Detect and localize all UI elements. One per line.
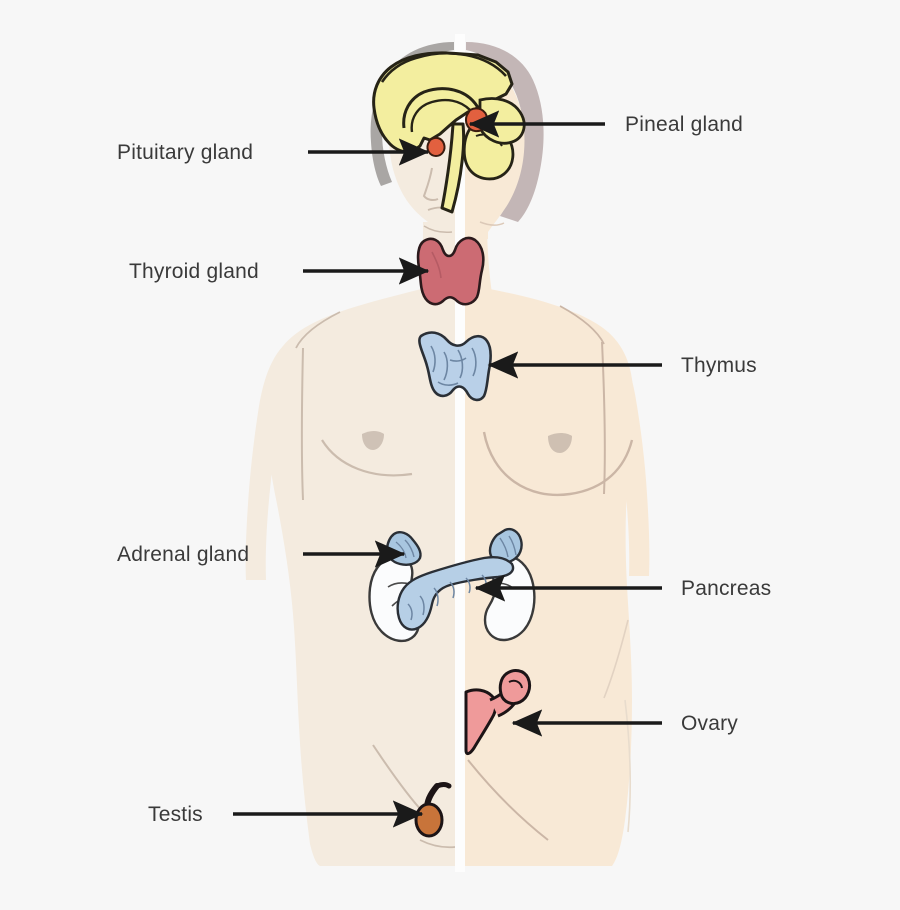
arm-left [245,346,300,580]
nose-left [422,167,439,201]
body-left-male [245,58,455,866]
nipple-right [548,433,572,453]
shoulder-line-right [559,305,605,345]
brain-group [372,51,526,214]
thymus-shape [418,331,492,402]
body-split-gap [455,34,465,872]
leader-lines-group [233,110,662,828]
label-pineal-gland: Pineal gland [625,113,743,136]
chin-line-left [423,225,453,233]
label-pituitary-gland: Pituitary gland [117,141,254,164]
hip-line-left [419,839,455,849]
inner-ventricle [410,98,471,133]
waist-line-right [603,619,629,699]
hair-right [466,42,544,222]
chest-contour-left [321,439,413,477]
armpit-line-right [601,341,606,495]
jaw-line-right [479,221,505,226]
adrenal-gland-right [488,527,523,564]
uterus-shape [464,688,498,756]
torso-right [465,285,634,866]
label-ovary: Ovary [681,712,739,735]
groin-line-right [467,759,549,841]
label-thyroid-gland: Thyroid gland [129,260,259,283]
breast-contour-right [482,431,634,497]
cerebral-gyri [380,52,507,83]
cerebrum [372,51,514,154]
torso-left [265,285,455,866]
ovary-inner-line [508,679,523,689]
thymus-texture [430,345,477,386]
arm-right [592,332,650,576]
ovary-uterus-group [464,669,532,756]
label-adrenal-gland: Adrenal gland [117,543,250,566]
pancreas-texture [407,574,487,621]
hip-contour-right [624,699,631,833]
pineal-gland-shape [465,107,489,133]
label-pancreas: Pancreas [681,577,772,600]
pituitary-gland-shape [426,136,446,158]
shoulder-line-left [295,311,341,349]
thyroid-gland-shape [416,236,485,306]
adrenal-right-texture [499,535,517,558]
armpit-line-left [300,347,304,501]
ovary-shape [498,669,532,706]
nipple-left [362,431,384,450]
vas-deferens [434,782,452,789]
testis-shape [414,802,444,838]
label-testis: Testis [148,803,203,826]
label-thymus: Thymus [681,354,757,377]
